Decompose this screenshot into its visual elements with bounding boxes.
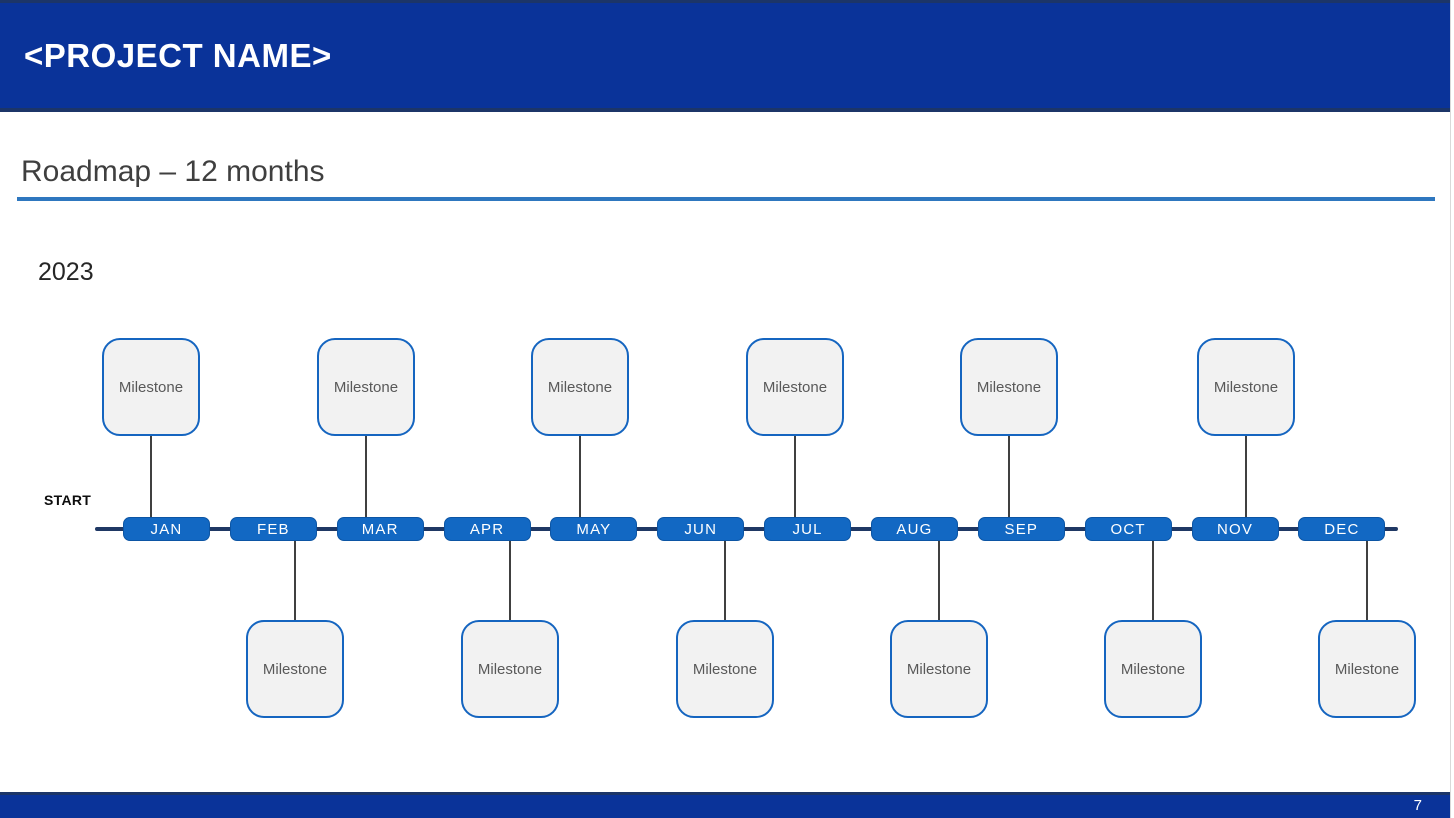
start-label: START: [44, 492, 92, 508]
slide-title: Roadmap – 12 months: [21, 155, 325, 188]
month-label: NOV: [1216, 520, 1254, 538]
milestone-connector-mar: [365, 436, 367, 517]
milestone-connector-sep: [1008, 436, 1010, 517]
milestone-box-may: Milestone: [531, 338, 629, 436]
month-pill-mar: MAR: [336, 517, 424, 541]
month-pill-jan: JAN: [123, 517, 210, 541]
milestone-box-nov: Milestone: [1197, 338, 1295, 436]
milestone-label: Milestone: [547, 378, 613, 396]
milestone-label: Milestone: [762, 378, 828, 396]
milestone-connector-jun: [724, 541, 726, 621]
month-label: FEB: [256, 520, 290, 538]
slide-right-edge: [1450, 0, 1454, 818]
milestone-box-sep: Milestone: [960, 338, 1058, 436]
month-pill-feb: FEB: [229, 517, 317, 541]
timeline-axis: [95, 527, 1398, 531]
milestone-connector-oct: [1152, 541, 1154, 621]
month-pill-jun: JUN: [657, 517, 745, 541]
milestone-connector-apr: [509, 541, 511, 621]
month-pill-dec: DEC: [1298, 517, 1386, 541]
milestone-label: Milestone: [118, 378, 184, 396]
milestone-label: Milestone: [692, 660, 758, 678]
milestone-box-jan: Milestone: [102, 338, 200, 436]
milestone-label: Milestone: [262, 660, 328, 678]
milestone-connector-nov: [1245, 436, 1247, 517]
month-pill-aug: AUG: [870, 517, 958, 541]
month-pill-sep: SEP: [977, 517, 1065, 541]
project-name-title: <PROJECT NAME>: [24, 36, 332, 74]
month-label: JUL: [792, 520, 823, 538]
month-label: SEP: [1004, 520, 1039, 538]
slide-header-bar: <PROJECT NAME>: [0, 0, 1450, 112]
title-underline-rule: [17, 197, 1435, 201]
milestone-box-mar: Milestone: [317, 338, 415, 436]
milestone-connector-jul: [794, 436, 796, 517]
month-pill-nov: NOV: [1191, 517, 1279, 541]
milestone-connector-dec: [1366, 541, 1368, 621]
month-label: MAR: [361, 520, 399, 538]
month-pill-apr: APR: [443, 517, 531, 541]
milestone-label: Milestone: [1120, 660, 1186, 678]
milestone-box-jun: Milestone: [676, 620, 774, 718]
month-label: OCT: [1110, 520, 1146, 538]
page-number: 7: [1413, 797, 1422, 814]
month-pill-may: MAY: [550, 517, 638, 541]
milestone-label: Milestone: [477, 660, 543, 678]
month-pill-jul: JUL: [764, 517, 852, 541]
milestone-box-jul: Milestone: [746, 338, 844, 436]
month-pill-oct: OCT: [1084, 517, 1172, 541]
milestone-label: Milestone: [333, 378, 399, 396]
month-label: AUG: [896, 520, 933, 538]
month-label: DEC: [1324, 520, 1360, 538]
month-label: JUN: [684, 520, 718, 538]
milestone-label: Milestone: [906, 660, 972, 678]
slide-footer-bar: 7: [0, 792, 1450, 818]
milestone-connector-aug: [938, 541, 940, 621]
milestone-connector-jan: [150, 436, 152, 517]
milestone-connector-feb: [294, 541, 296, 621]
month-label: MAY: [576, 520, 612, 538]
milestone-label: Milestone: [1213, 378, 1279, 396]
milestone-box-aug: Milestone: [890, 620, 988, 718]
month-label: APR: [469, 520, 505, 538]
milestone-box-oct: Milestone: [1104, 620, 1202, 718]
milestone-connector-may: [579, 436, 581, 517]
milestone-label: Milestone: [976, 378, 1042, 396]
milestone-label: Milestone: [1334, 660, 1400, 678]
milestone-box-feb: Milestone: [246, 620, 344, 718]
year-label: 2023: [38, 258, 94, 286]
milestone-box-apr: Milestone: [461, 620, 559, 718]
month-label: JAN: [150, 520, 183, 538]
milestone-box-dec: Milestone: [1318, 620, 1416, 718]
